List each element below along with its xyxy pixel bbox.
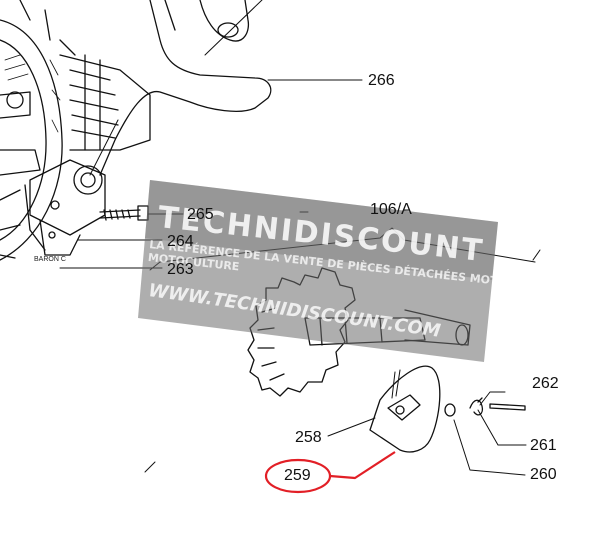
part-label-266: 266	[368, 72, 395, 89]
group-label: 106/A	[370, 201, 412, 218]
screw-265-drawing	[99, 205, 149, 221]
spring-261-drawing	[469, 397, 484, 416]
throttle-lever-drawing	[89, 0, 272, 176]
engine-housing-drawing	[0, 0, 151, 261]
part-label-259: 259	[284, 467, 311, 484]
drawing-signature: BARON C	[34, 256, 66, 263]
pin-262-drawing	[489, 403, 526, 411]
part-label-265: 265	[187, 206, 214, 223]
washer-260-drawing	[444, 403, 456, 417]
part-label-262: 262	[532, 375, 559, 392]
highlight-259	[264, 451, 396, 494]
plate-259-drawing	[369, 365, 441, 453]
part-label-258: 258	[295, 429, 322, 446]
part-label-260: 260	[530, 466, 557, 483]
part-label-264: 264	[167, 233, 194, 250]
part-label-261: 261	[530, 437, 557, 454]
watermark-banner	[138, 180, 498, 362]
part-label-263: 263	[167, 261, 194, 278]
